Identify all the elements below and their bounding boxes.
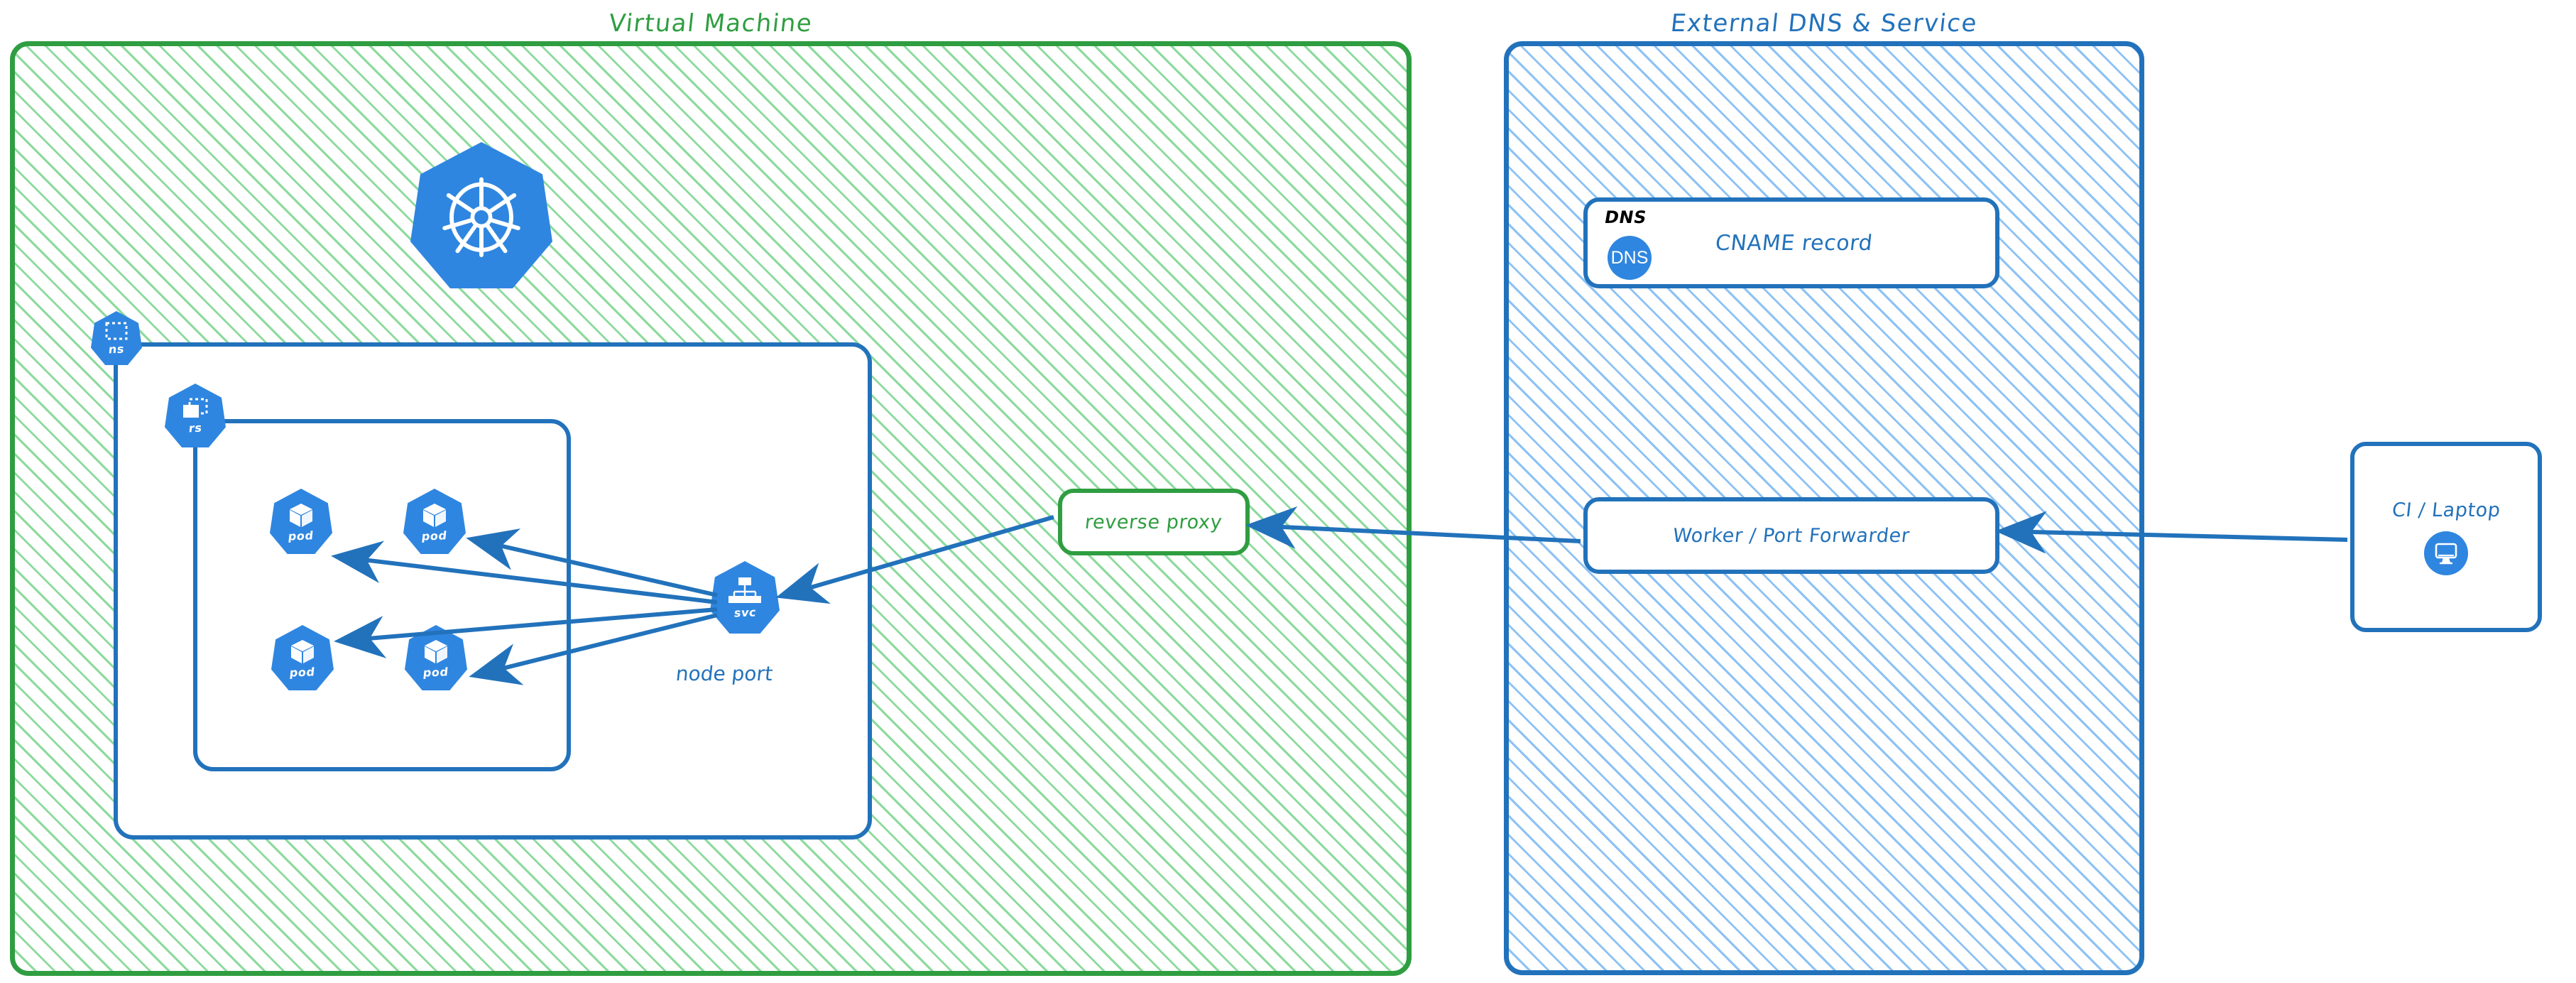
cube-icon [291,640,314,663]
group-title-virtual-machine: Virtual Machine [607,9,814,38]
dashed-square-icon [105,322,128,340]
cube-icon [290,504,312,527]
worker-port-forwarder-node[interactable]: Worker / Port Forwarder [1583,497,1999,574]
ci-laptop-label: CI / Laptop [2391,499,2501,521]
dns-tag-label: DNS [1603,207,1649,227]
group-title-external-dns-service: External DNS & Service [1669,9,1980,38]
service-label: svc [733,605,757,620]
ci-laptop-node[interactable]: CI / Laptop [2350,442,2542,632]
cube-icon [423,504,446,527]
cname-record-node[interactable]: DNS DNS CNAME record [1583,197,1999,288]
dns-circle-icon: DNS [1608,236,1652,280]
desktop-monitor-icon [2424,531,2468,575]
cube-icon [425,640,447,663]
pod-label-1: pod [288,528,315,543]
node-port-caption: node port [675,662,774,685]
pod-label-3: pod [289,665,316,680]
pod-label-2: pod [421,528,448,543]
hierarchy-tree-icon [728,577,761,603]
worker-port-forwarder-label: Worker / Port Forwarder [1671,524,1911,547]
replicaset-container [193,419,571,771]
dashed-square-with-sheet-icon [183,398,208,418]
reverse-proxy-label: reverse proxy [1084,511,1224,533]
pod-label-4: pod [422,665,449,680]
namespace-badge-label: ns [108,342,126,357]
kubernetes-logo-icon [410,142,552,288]
cname-record-label: CNAME record [1714,230,1874,256]
replicaset-badge-label: rs [187,420,203,435]
reverse-proxy-node[interactable]: reverse proxy [1058,489,1250,555]
